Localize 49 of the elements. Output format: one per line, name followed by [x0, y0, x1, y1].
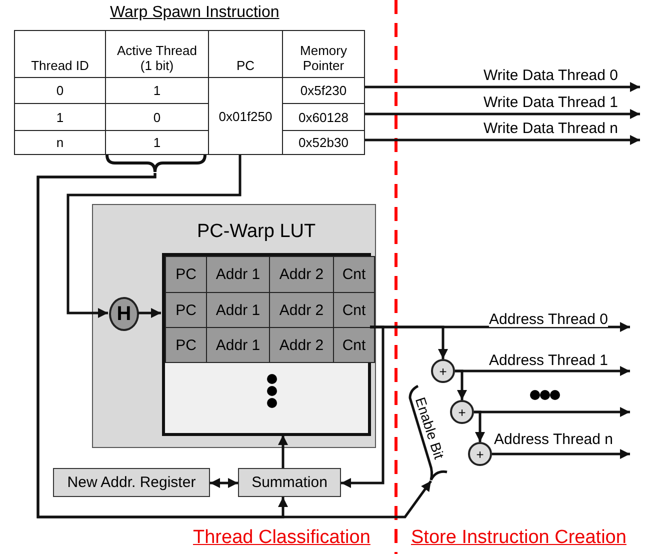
- table-entry: Cnt: [333, 256, 375, 293]
- column-header: Memory Pointer: [282, 30, 365, 78]
- hash-unit-circle: H: [109, 297, 139, 331]
- edge-label: Address Thread 1: [489, 353, 608, 368]
- adder-circle: +: [468, 442, 492, 466]
- table-entry: Cnt: [333, 292, 375, 328]
- column-header: Thread ID: [14, 30, 106, 78]
- table-cell: n: [14, 130, 106, 155]
- table-entry: Addr 1: [206, 327, 270, 363]
- arrow: [474, 410, 485, 442]
- adder-circle: +: [431, 359, 455, 383]
- table-cell: 0x52b30: [282, 130, 365, 155]
- register-box: New Addr. Register: [53, 468, 210, 497]
- edge-label: Write Data Thread n: [483, 121, 618, 136]
- brace-label: Enable Bit: [413, 395, 446, 461]
- table-entry: Cnt: [333, 327, 375, 363]
- table-entry: Addr 1: [206, 256, 270, 293]
- table-title: Warp Spawn Instruction: [110, 4, 280, 22]
- edge-label: Address Thread n: [494, 432, 613, 447]
- edge-label: Write Data Thread 1: [483, 95, 618, 110]
- arrow: [138, 308, 161, 318]
- table-entry: PC: [165, 256, 207, 293]
- arrow: [365, 82, 640, 92]
- arrow: [455, 370, 467, 400]
- lookup-table-panel: [92, 204, 376, 448]
- curly-brace: [105, 155, 209, 173]
- arrow: [278, 435, 288, 468]
- table-entry: Addr 2: [269, 292, 334, 328]
- arrow: [365, 135, 640, 145]
- table-entry: Addr 2: [269, 256, 334, 293]
- panel-title: PC-Warp LUT: [197, 222, 316, 241]
- arrow: [341, 326, 384, 488]
- arrow: [210, 478, 238, 488]
- summation-box: Summation: [238, 468, 341, 497]
- adder-circle: +: [450, 400, 474, 424]
- arrow: [36, 172, 432, 518]
- arrow: [370, 326, 448, 359]
- edge-label: Address Thread 0: [489, 312, 608, 327]
- table-entry: Addr 1: [206, 292, 270, 328]
- table-entry: PC: [165, 327, 207, 363]
- arrow: [492, 449, 630, 459]
- instruction-table: [14, 4, 365, 156]
- table-entry: Addr 2: [269, 327, 334, 363]
- arrow: [66, 155, 242, 318]
- table-entry: PC: [165, 292, 207, 328]
- section-label: Thread Classification: [193, 528, 370, 547]
- section-label: Store Instruction Creation: [411, 528, 626, 547]
- arrow: [365, 109, 640, 119]
- edge-label: Write Data Thread 0: [483, 68, 618, 83]
